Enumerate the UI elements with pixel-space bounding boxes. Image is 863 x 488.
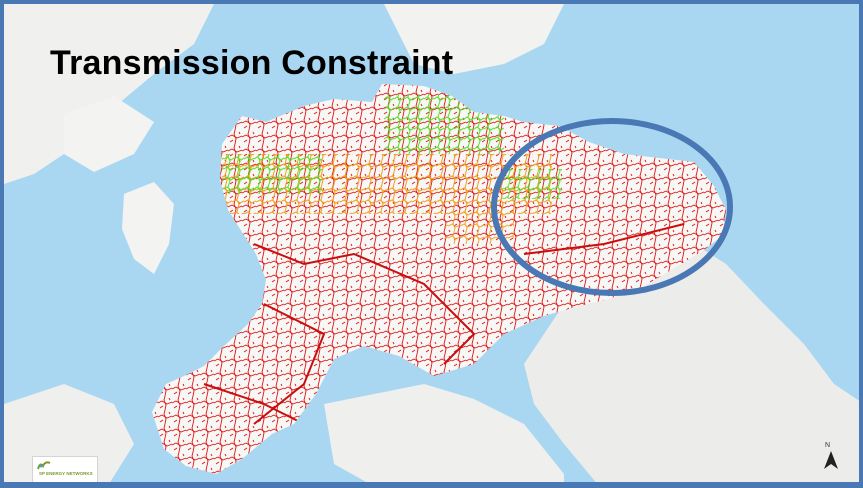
cumbria-landmass xyxy=(324,384,564,482)
logo-text: SP ENERGY NETWORKS xyxy=(39,471,93,476)
fife-landmass xyxy=(384,4,564,74)
sp-energy-logo-icon xyxy=(37,461,51,470)
north-label: N xyxy=(825,442,831,449)
compass: N xyxy=(822,442,842,482)
island-landmass xyxy=(64,96,154,172)
arran-landmass xyxy=(122,182,174,274)
highlight-ellipse xyxy=(491,118,733,296)
network-map[interactable] xyxy=(4,4,863,488)
north-arrow-icon xyxy=(824,451,838,469)
sp-energy-logo: SP ENERGY NETWORKS xyxy=(32,456,98,482)
highlands-landmass xyxy=(4,4,214,184)
england-landmass xyxy=(524,250,859,482)
map-title: Transmission Constraint xyxy=(50,44,454,82)
